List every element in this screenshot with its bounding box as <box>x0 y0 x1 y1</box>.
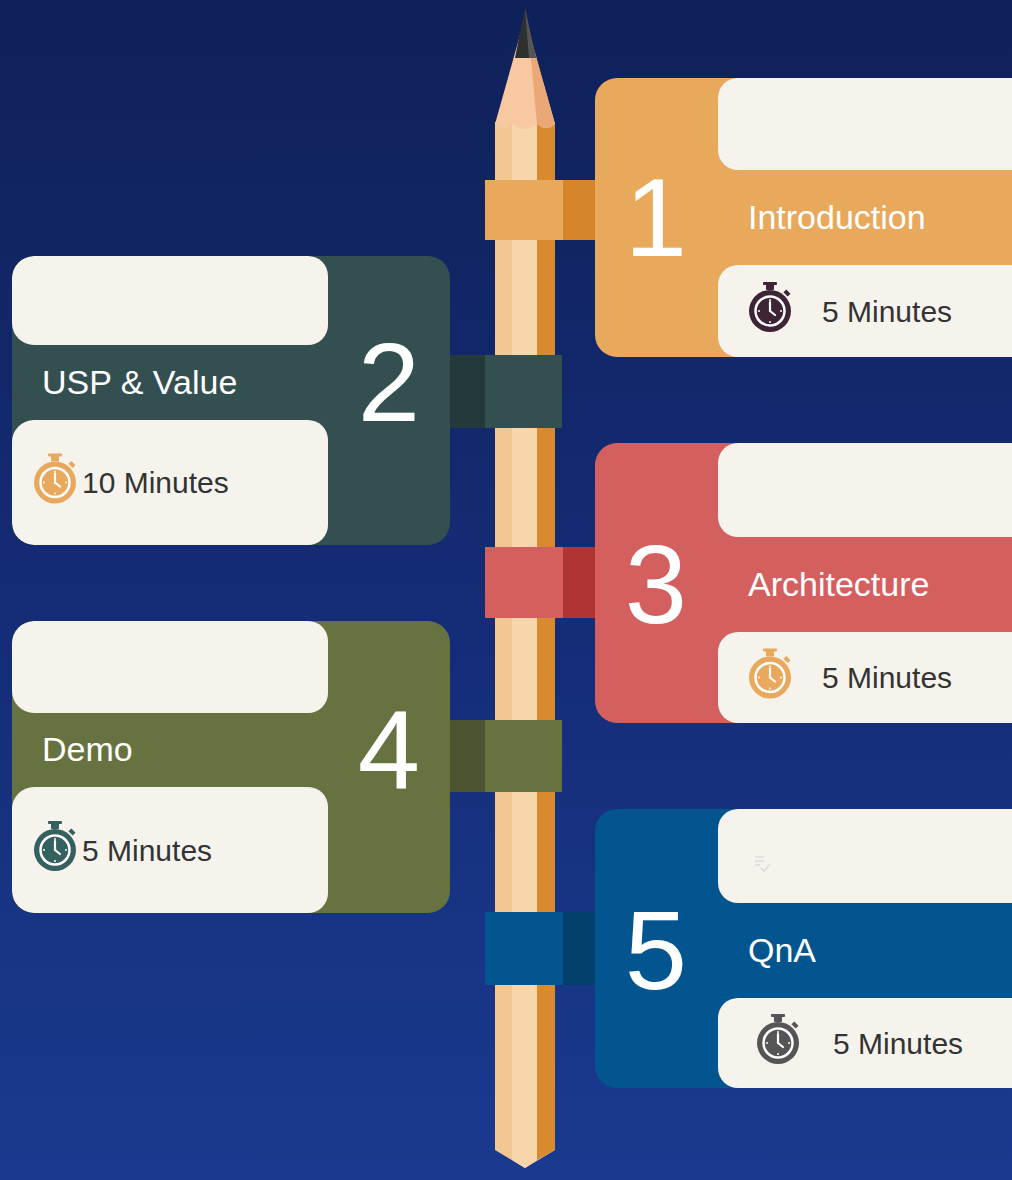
strap <box>563 912 597 985</box>
step-number: 1 <box>595 166 717 269</box>
top-panel <box>718 443 1012 537</box>
step-title: QnA <box>748 903 816 998</box>
step-duration: 5 Minutes <box>833 998 963 1088</box>
strap <box>448 720 485 792</box>
step-title: USP & Value <box>42 345 237 420</box>
step-duration: 10 Minutes <box>82 420 229 545</box>
step-title: Introduction <box>748 170 926 265</box>
strap <box>485 720 562 792</box>
pencil-shade <box>537 122 555 1160</box>
top-panel <box>12 621 328 713</box>
agenda-card: 3 Architecture5 Minutes <box>595 443 1012 723</box>
top-panel <box>718 78 1012 170</box>
pencil-graphite <box>515 8 536 58</box>
checklist-icon <box>755 857 770 871</box>
top-panel <box>718 809 1012 903</box>
strap <box>485 547 563 618</box>
step-duration: 5 Minutes <box>822 632 952 723</box>
strap <box>448 355 485 428</box>
card-straps <box>448 180 597 985</box>
agenda-card: 2 USP & Value10 Minutes <box>12 256 450 545</box>
pencil-face <box>512 122 537 1168</box>
step-number: 4 <box>328 709 450 791</box>
strap <box>485 912 563 985</box>
step-number: 2 <box>328 341 450 424</box>
step-duration: 5 Minutes <box>822 265 952 357</box>
step-duration: 5 Minutes <box>82 787 212 913</box>
step-title: Architecture <box>748 537 929 632</box>
stopwatch-icon <box>34 454 76 504</box>
pencil-body <box>495 122 555 1168</box>
stopwatch-icon <box>34 821 76 871</box>
stopwatch-icon <box>749 649 791 699</box>
top-panel <box>12 256 328 345</box>
step-number: 5 <box>595 899 717 1002</box>
strap <box>563 180 597 240</box>
stopwatch-icon <box>749 282 791 332</box>
agenda-card: 1 Introduction5 Minutes <box>595 78 1012 357</box>
stopwatch-icon <box>757 1014 799 1064</box>
pencil-graphite-shade <box>525 8 536 58</box>
strap <box>563 547 597 618</box>
strap <box>485 355 562 428</box>
agenda-card: 4 Demo5 Minutes <box>12 621 450 913</box>
step-title: Demo <box>42 713 133 787</box>
agenda-card: 5 QnA5 Minutes <box>595 809 1012 1088</box>
strap <box>485 180 563 240</box>
step-number: 3 <box>595 533 717 636</box>
